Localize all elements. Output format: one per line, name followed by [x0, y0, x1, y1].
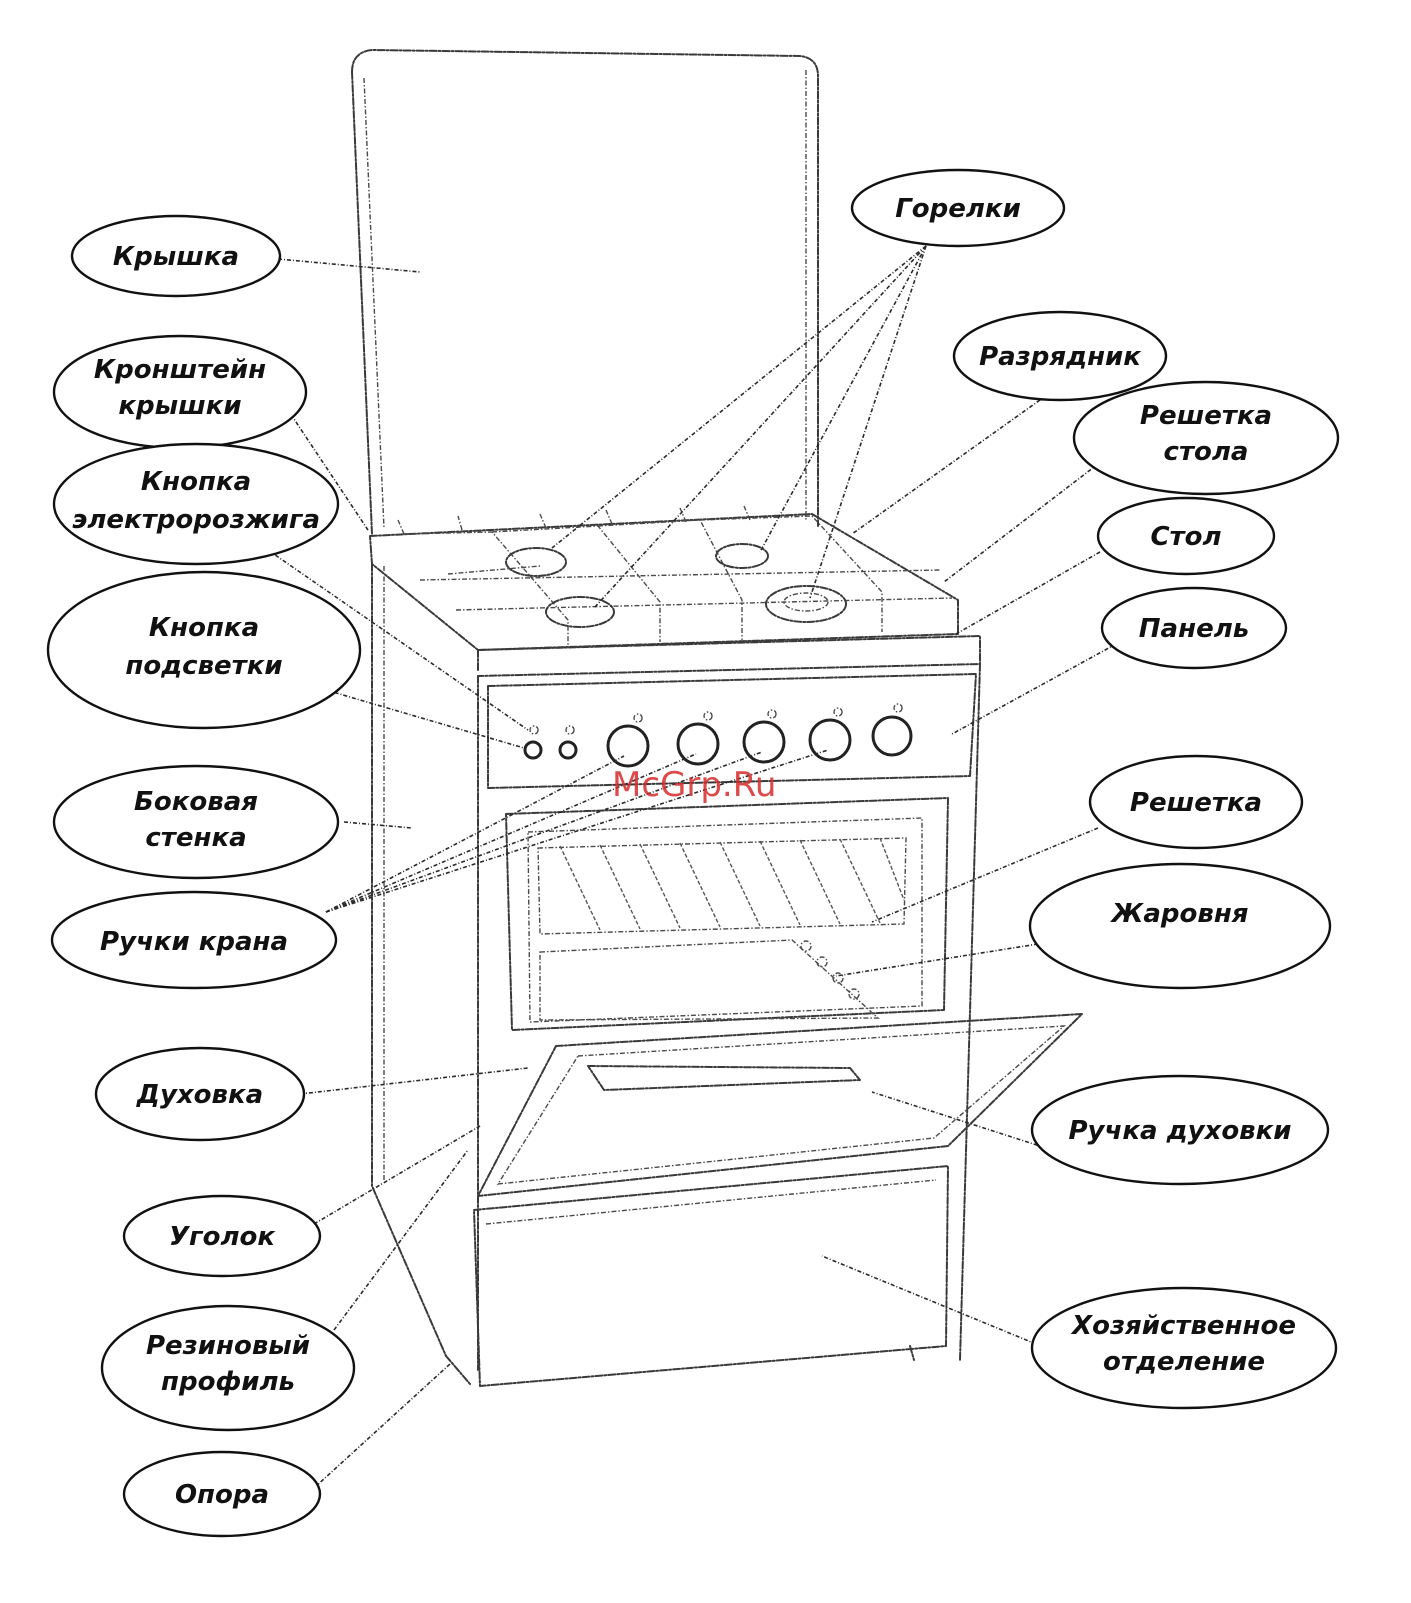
- svg-text:Решетка: Решетка: [1130, 788, 1262, 818]
- lid-shape: [352, 50, 818, 526]
- svg-text:крышки: крышки: [118, 391, 241, 421]
- svg-text:Горелки: Горелки: [895, 194, 1021, 224]
- svg-text:отделение: отделение: [1103, 1347, 1265, 1377]
- label-lid: Крышка: [72, 216, 280, 296]
- svg-text:Крышка: Крышка: [113, 242, 239, 272]
- label-roasting-pan: Жаровня: [1030, 864, 1330, 988]
- svg-text:Стол: Стол: [1150, 522, 1221, 552]
- label-hob-grate: Решетка стола: [1074, 382, 1338, 494]
- svg-text:Кнопка: Кнопка: [141, 467, 251, 497]
- svg-text:Панель: Панель: [1139, 614, 1249, 644]
- label-corner: Уголок: [124, 1196, 320, 1276]
- svg-text:Ручки крана: Ручки крана: [100, 927, 288, 957]
- label-valve-knobs: Ручки крана: [52, 892, 336, 988]
- label-oven: Духовка: [96, 1048, 304, 1140]
- svg-text:Резиновый: Резиновый: [146, 1331, 310, 1361]
- hob-grates: [398, 506, 952, 648]
- oven-handle-drawing: [588, 1066, 860, 1090]
- roasting-pan-drawing: [540, 940, 878, 1020]
- label-rubber-profile: Резиновый профиль: [102, 1306, 354, 1430]
- svg-text:стола: стола: [1164, 437, 1249, 467]
- label-burners: Горелки: [852, 170, 1064, 246]
- svg-text:профиль: профиль: [161, 1367, 295, 1397]
- oven-door-drawing: [478, 1014, 1082, 1196]
- label-ignition-button: Кнопка электророзжига: [54, 444, 338, 564]
- svg-text:электророзжига: электророзжига: [72, 505, 320, 535]
- label-oven-handle: Ручка духовки: [1032, 1076, 1328, 1184]
- svg-text:Уголок: Уголок: [169, 1222, 276, 1252]
- label-panel: Панель: [1102, 588, 1286, 668]
- svg-text:Кнопка: Кнопка: [149, 613, 259, 643]
- svg-text:стенка: стенка: [145, 823, 246, 853]
- svg-text:Ручка духовки: Ручка духовки: [1069, 1116, 1292, 1146]
- svg-text:подсветки: подсветки: [125, 651, 282, 681]
- oven-rack-drawing: [538, 838, 906, 934]
- svg-text:Разрядник: Разрядник: [979, 342, 1142, 372]
- control-knobs: [525, 704, 911, 766]
- svg-text:Жаровня: Жаровня: [1110, 899, 1249, 929]
- label-light-button: Кнопка подсветки: [48, 572, 360, 728]
- label-storage-compartment: Хозяйственное отделение: [1032, 1288, 1336, 1408]
- burners-drawing: [506, 544, 846, 627]
- label-spark-plug: Разрядник: [954, 312, 1166, 400]
- label-support: Опора: [124, 1452, 320, 1536]
- storage-compartment-drawing: [474, 1166, 948, 1386]
- hob-surface: [370, 514, 958, 650]
- label-lid-bracket: Кронштейн крышки: [54, 336, 306, 448]
- stove-drawing: [352, 50, 1082, 1386]
- svg-text:Кронштейн: Кронштейн: [94, 355, 266, 385]
- svg-text:Опора: Опора: [175, 1480, 269, 1510]
- label-side-wall: Боковая стенка: [54, 766, 338, 878]
- label-oven-rack: Решетка: [1090, 756, 1302, 848]
- svg-text:Духовка: Духовка: [136, 1080, 263, 1110]
- watermark: McGrp.Ru: [612, 765, 776, 805]
- svg-text:Боковая: Боковая: [134, 787, 258, 817]
- svg-text:Решетка: Решетка: [1140, 401, 1272, 431]
- label-table: Стол: [1098, 498, 1274, 574]
- svg-text:Хозяйственное: Хозяйственное: [1070, 1311, 1296, 1341]
